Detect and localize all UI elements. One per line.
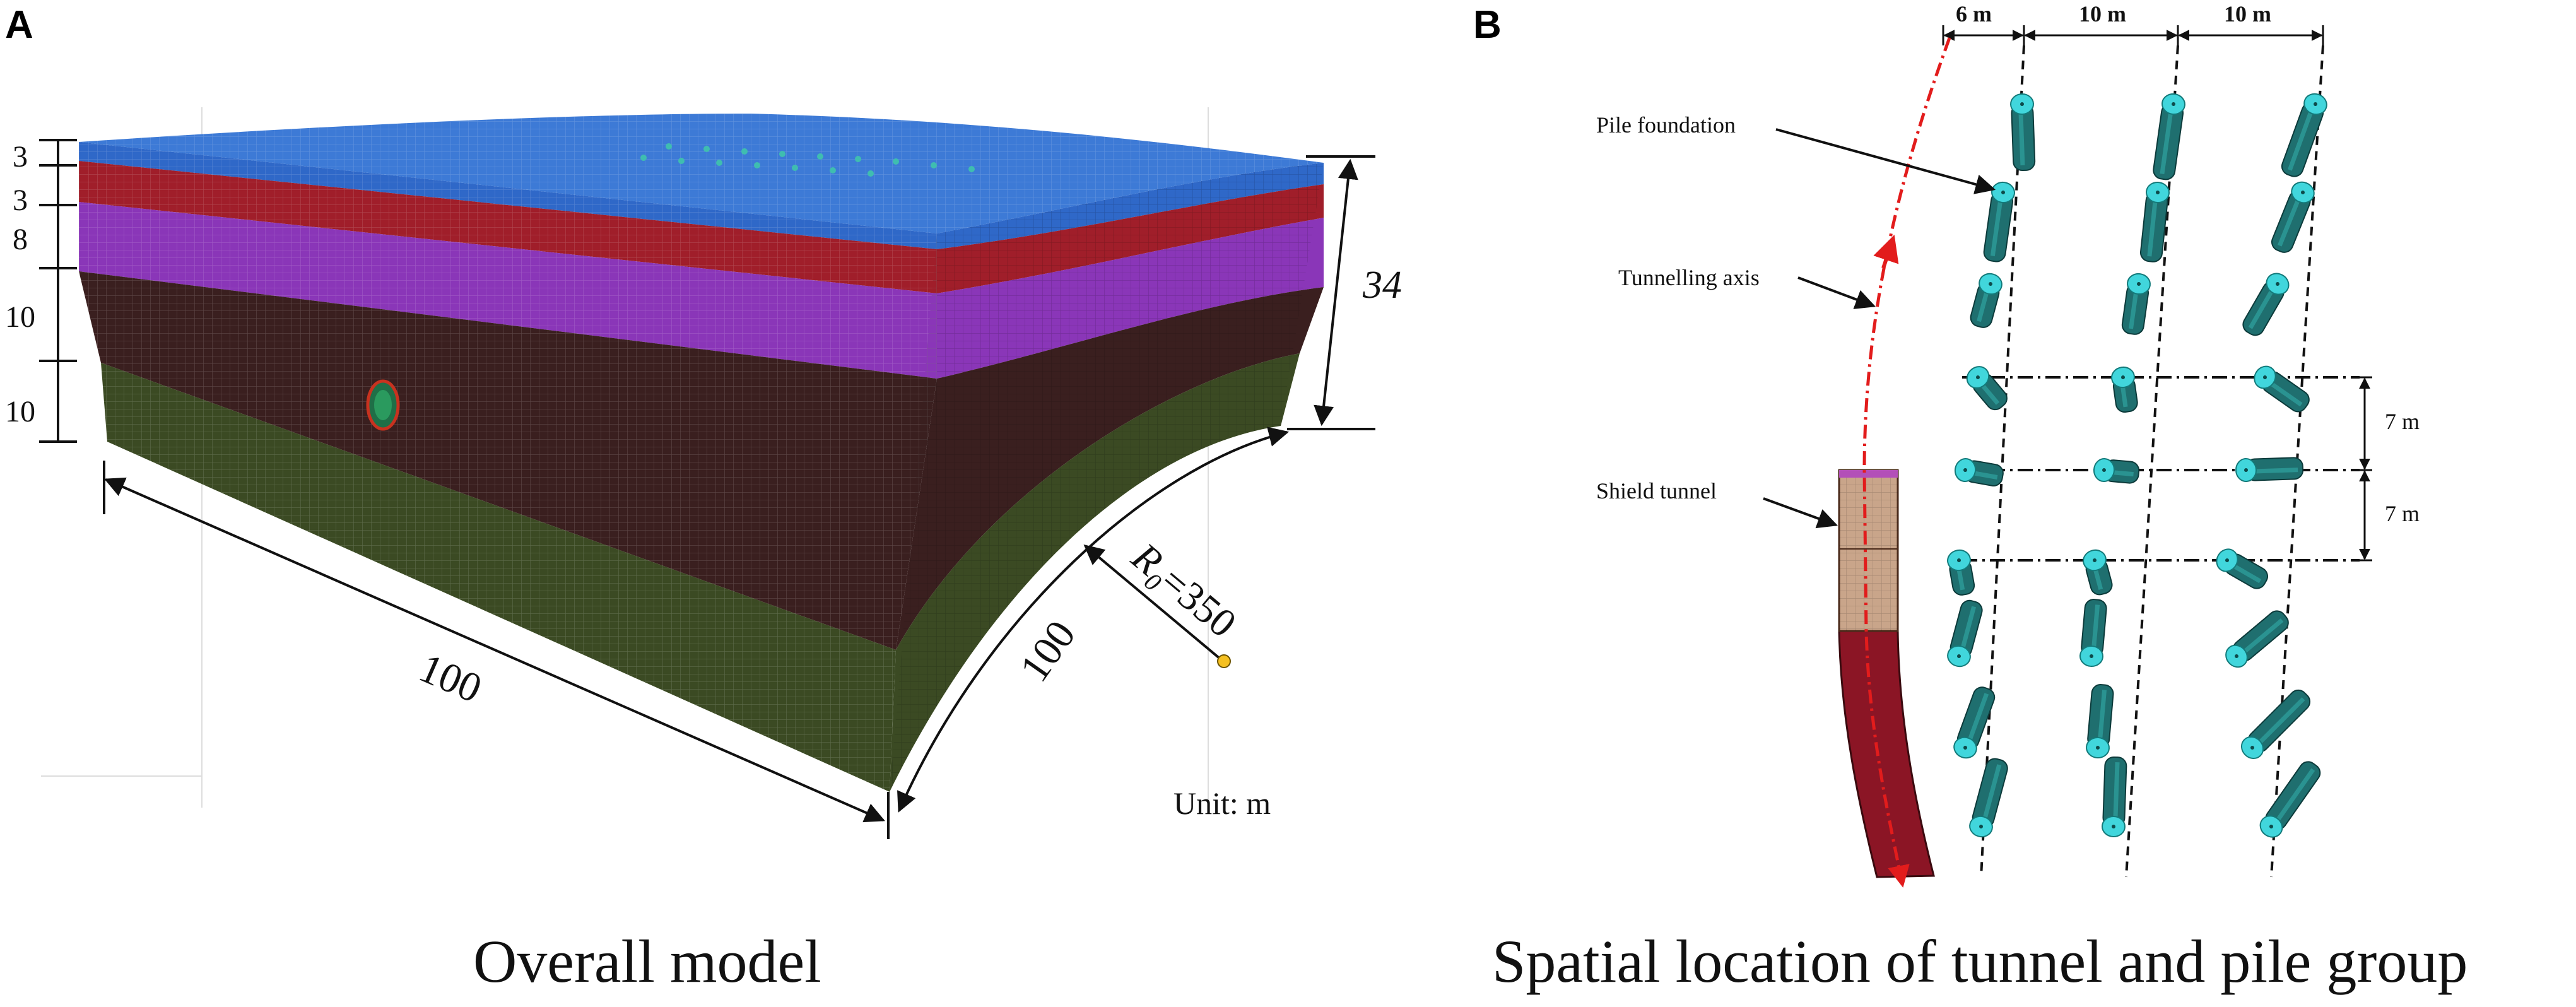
thickness-2: 3 xyxy=(13,184,28,217)
pile xyxy=(2235,457,2304,482)
thickness-5: 10 xyxy=(5,395,35,428)
unit-label: Unit: m xyxy=(1173,786,1271,821)
top-spacing-2: 10 m xyxy=(2079,1,2126,26)
length-dimension xyxy=(103,461,890,839)
thickness-1: 3 xyxy=(13,140,28,174)
pile xyxy=(1970,273,2003,328)
pile xyxy=(2121,273,2151,335)
pile-foundation-label: Pile foundation xyxy=(1596,112,1736,138)
panel-b-letter: B xyxy=(1473,3,1502,47)
panel-a: A xyxy=(5,3,1402,995)
front-face xyxy=(79,142,937,792)
pile xyxy=(2240,689,2311,760)
pile xyxy=(2254,365,2310,413)
side-spacing-1: 7 m xyxy=(2385,409,2420,434)
panel-b-caption: Spatial location of tunnel and pile grou… xyxy=(1492,928,2467,995)
top-face xyxy=(79,114,1324,233)
pile-group xyxy=(1947,93,2327,838)
pile xyxy=(2010,93,2036,172)
pile xyxy=(2083,549,2113,596)
pile xyxy=(2153,93,2185,180)
panel-a-caption: Overall model xyxy=(473,928,821,995)
pile xyxy=(2242,273,2290,336)
pile xyxy=(2225,610,2289,668)
pile xyxy=(1947,549,1975,596)
pile xyxy=(2079,599,2107,668)
top-spacing-dimension xyxy=(1942,25,2324,45)
total-depth-label: 34 xyxy=(1362,264,1402,307)
pile xyxy=(2093,458,2140,484)
pile xyxy=(1953,686,1996,759)
panel-a-letter: A xyxy=(5,3,33,47)
pile xyxy=(1954,458,2004,486)
top-spacing-1: 6 m xyxy=(1956,1,1992,26)
curved-face xyxy=(890,163,1324,792)
pile xyxy=(1969,758,2008,838)
surface-pile-heads xyxy=(640,143,975,177)
side-spacing-2: 7 m xyxy=(2385,501,2420,526)
shield-tunnel xyxy=(1838,469,1935,878)
panel-b: B 6 m 10 m 10 m xyxy=(1473,1,2467,995)
length-curved-label: 100 xyxy=(1011,613,1085,690)
pile xyxy=(2216,548,2268,589)
pile xyxy=(2139,181,2170,262)
leader-lines xyxy=(1763,128,1996,529)
depth-dimension xyxy=(1287,155,1375,430)
pile-row-lines xyxy=(1962,376,2360,562)
pile xyxy=(2281,93,2327,177)
curved-length-dimension xyxy=(897,427,1290,813)
pile xyxy=(2102,756,2127,838)
thickness-3: 8 xyxy=(13,223,28,256)
shield-tunnel-label: Shield tunnel xyxy=(1596,478,1717,504)
pile xyxy=(1966,366,2008,411)
thickness-dimension xyxy=(39,139,77,443)
top-spacing-3: 10 m xyxy=(2224,1,2271,26)
tunnelling-axis-label: Tunnelling axis xyxy=(1618,265,1760,290)
pile xyxy=(2111,366,2138,413)
radius-indicator xyxy=(1083,544,1231,668)
pile xyxy=(1983,181,2015,262)
tunnelling-axis xyxy=(1862,37,1951,888)
thickness-4: 10 xyxy=(5,300,35,334)
pile xyxy=(2259,761,2321,838)
side-spacing-dimension xyxy=(2359,376,2372,562)
tunnel-cross-section xyxy=(366,379,400,431)
pile xyxy=(2271,181,2315,253)
length-straight-label: 100 xyxy=(413,645,488,712)
pile xyxy=(2086,684,2114,759)
pile xyxy=(1947,599,1983,668)
